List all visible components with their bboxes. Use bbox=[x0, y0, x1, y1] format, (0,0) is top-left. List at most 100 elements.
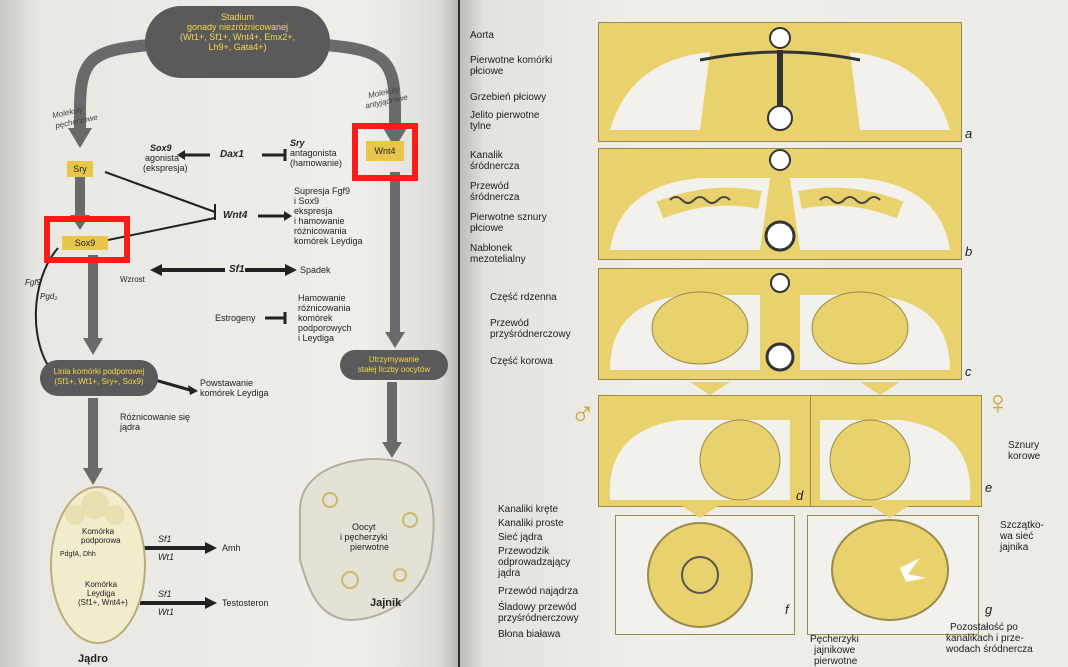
wnt4-effect-2: i Sox9 bbox=[294, 196, 319, 206]
label-g-bl-2: jajnikowe bbox=[814, 645, 855, 656]
top-pill-line-4: Lh9+, Gata4+) bbox=[145, 42, 330, 52]
testosteron-label: Testosteron bbox=[222, 598, 269, 608]
fgf9-label: Fgf9 bbox=[25, 278, 41, 288]
leydig-formation-1: Powstawanie bbox=[200, 378, 253, 388]
sf1-b: Sf1 bbox=[158, 589, 172, 599]
support-line-2: (Sf1+, Wt1+, Sry+, Sox9) bbox=[40, 377, 158, 387]
leydig-cell-3: (Sf1+, Wnt4+) bbox=[78, 598, 128, 608]
label-f-7: Przewód najądrza bbox=[498, 586, 578, 597]
top-pill-line-3: (Wt1+, Sf1+, Wnt4+, Emx2+, bbox=[145, 32, 330, 42]
pgd2-label: Pgd₂ bbox=[40, 292, 57, 302]
top-pill-line-2: gonady niezróżnicowanej bbox=[145, 22, 330, 32]
panel-letter-b: b bbox=[965, 246, 972, 257]
sox9-agonist-1: Sox9 bbox=[150, 143, 172, 153]
estrogen-effect-5: i Leydiga bbox=[298, 333, 334, 343]
label-pgc-1: Pierwotne komórki bbox=[470, 55, 552, 66]
spadek-label: Spadek bbox=[300, 265, 331, 275]
female-symbol-icon: ♀ bbox=[985, 386, 1011, 420]
sry-antagonist-3: (hamowanie) bbox=[290, 158, 342, 168]
leydig-formation-2: komórek Leydiga bbox=[200, 388, 269, 398]
wnt4-highlight-box bbox=[352, 123, 418, 181]
label-mesothelium-1: Nabłonek bbox=[470, 243, 512, 254]
wnt4-effect-5: różnicowania bbox=[294, 226, 347, 236]
label-f-9: przyśródnerczowy bbox=[498, 613, 579, 624]
sox9-highlight-box bbox=[44, 216, 130, 263]
label-paramesonephric-2: przyśródnerczowy bbox=[490, 329, 571, 340]
amh-label: Amh bbox=[222, 543, 241, 553]
label-f-5: odprowadzający bbox=[498, 557, 570, 568]
label-f-10: Błona biaława bbox=[498, 629, 560, 640]
label-f-8: Śladowy przewód bbox=[498, 602, 576, 613]
label-g-bl-1: Pęcherzyki bbox=[810, 634, 859, 645]
dax1-label: Dax1 bbox=[220, 150, 244, 160]
wnt4-effect-3: ekspresja bbox=[294, 206, 333, 216]
estrogeny-label: Estrogeny bbox=[215, 313, 256, 323]
label-f-3: Sieć jądra bbox=[498, 532, 542, 543]
wnt4-center-label: Wnt4 bbox=[223, 211, 247, 221]
label-g-br-1: Pozostałość po bbox=[950, 622, 1018, 633]
label-paramesonephric-1: Przewód bbox=[490, 318, 529, 329]
sry-box: Sry bbox=[67, 161, 93, 177]
wt1-a: Wt1 bbox=[158, 552, 174, 562]
label-cortical-cords-1: Sznury bbox=[1008, 440, 1039, 451]
label-g-top-2: wa sieć bbox=[1000, 531, 1033, 542]
estrogen-effect-1: Hamowanie bbox=[298, 293, 346, 303]
label-mesothelium-2: mezotelialny bbox=[470, 254, 526, 265]
panel-letter-d: d bbox=[796, 490, 803, 501]
panel-letter-a: a bbox=[965, 128, 972, 139]
label-sex-cords-2: płciowe bbox=[470, 223, 503, 234]
label-cortical-cords-2: korowe bbox=[1008, 451, 1040, 462]
oocyte-label-2: i pęcherzyki bbox=[340, 532, 388, 542]
oocyte-label-3: pierwotne bbox=[350, 542, 389, 552]
sf1-a: Sf1 bbox=[158, 534, 172, 544]
label-g-br-2: kanalikach i prze- bbox=[946, 633, 1024, 644]
label-g-top-3: jajnika bbox=[1000, 542, 1028, 553]
label-cortex: Część korowa bbox=[490, 356, 553, 367]
label-hindgut-1: Jelito pierwotne bbox=[470, 110, 539, 121]
label-meso-tubule-2: śródnercza bbox=[470, 161, 519, 172]
label-sex-cords-1: Pierwotne sznury bbox=[470, 212, 547, 223]
jajnik-label: Jajnik bbox=[370, 598, 401, 608]
label-meso-duct-1: Przewód bbox=[470, 181, 509, 192]
sry-antagonist-2: antagonista bbox=[290, 148, 337, 158]
label-f-1: Kanaliki kręte bbox=[498, 504, 558, 515]
jadro-label: Jądro bbox=[78, 654, 108, 664]
label-hindgut-2: tylne bbox=[470, 121, 491, 132]
sox9-agonist-3: (ekspresja) bbox=[143, 163, 188, 173]
wnt4-effect-1: Supresja Fgf9 bbox=[294, 186, 350, 196]
panel-letter-f: f bbox=[785, 604, 789, 615]
pdgfa-label: PdgfA, Dhh bbox=[60, 550, 96, 560]
sf1-label: Sf1 bbox=[229, 265, 245, 275]
panel-letter-e: e bbox=[985, 482, 992, 493]
wt1-b: Wt1 bbox=[158, 607, 174, 617]
top-pill-line-1: Stadium bbox=[145, 12, 330, 22]
oocyte-label-1: Oocyt bbox=[352, 522, 376, 532]
label-aorta: Aorta bbox=[470, 30, 494, 41]
label-meso-tubule-1: Kanalik bbox=[470, 150, 503, 161]
left-book-page: Stadium gonady niezróżnicowanej (Wt1+, S… bbox=[0, 0, 458, 667]
label-f-2: Kanaliki proste bbox=[498, 518, 564, 529]
estrogen-effect-4: podporowych bbox=[298, 323, 352, 333]
label-g-top-1: Szczątko- bbox=[1000, 520, 1044, 531]
label-pgc-2: płciowe bbox=[470, 66, 503, 77]
ovary-maintenance-pill: Utrzymywanie stałej liczby oocytów bbox=[340, 350, 448, 380]
label-f-4: Przewodzik bbox=[498, 546, 549, 557]
differentiation-1: Różnicowanie się bbox=[120, 412, 190, 422]
panel-letter-g: g bbox=[985, 604, 992, 615]
sox9-agonist-2: agonista bbox=[145, 153, 179, 163]
support-line-1: Linia komórki podporowej bbox=[40, 367, 158, 377]
estrogen-effect-2: różnicowania bbox=[298, 303, 351, 313]
label-genital-ridge: Grzebień płciowy bbox=[470, 92, 546, 103]
right-book-page: Aorta Pierwotne komórki płciowe Grzebień… bbox=[460, 0, 1068, 667]
ovary-pill-1: Utrzymywanie bbox=[340, 355, 448, 365]
sry-antagonist-1: Sry bbox=[290, 138, 305, 148]
label-meso-duct-2: śródnercza bbox=[470, 192, 519, 203]
label-medulla: Część rdzenna bbox=[490, 292, 557, 303]
wzrost-label: Wzrost bbox=[120, 275, 145, 285]
label-f-6: jądra bbox=[498, 568, 520, 579]
wnt4-effect-6: komórek Leydiga bbox=[294, 236, 363, 246]
support-cell-2: podporowa bbox=[81, 536, 121, 546]
support-line-pill: Linia komórki podporowej (Sf1+, Wt1+, Sr… bbox=[40, 360, 158, 396]
label-g-br-3: wodach śródnercza bbox=[946, 644, 1033, 655]
panel-letter-c: c bbox=[965, 366, 972, 377]
